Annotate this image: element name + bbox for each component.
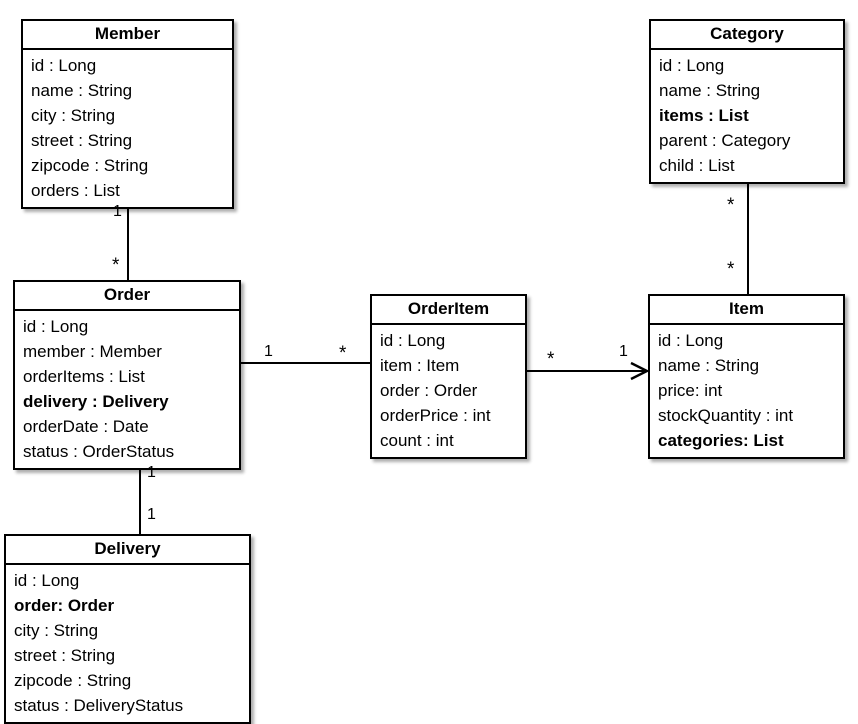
multiplicity-order-orderitem-from: 1 [264, 343, 273, 360]
class-box-item[interactable]: Item id : Long name : String price: int … [648, 294, 845, 459]
attribute-row: orderDate : Date [23, 417, 149, 436]
attribute-row: street : String [31, 131, 133, 150]
multiplicity-category-item-to: * [727, 259, 735, 280]
attribute-row: id : Long [659, 56, 725, 75]
multiplicity-member-order-to: * [112, 255, 120, 276]
multiplicity-orderitem-item-to: 1 [619, 343, 628, 360]
attribute-row: city : String [31, 106, 116, 125]
edge-category-item [747, 165, 749, 296]
attribute-row: orders : List [31, 181, 120, 200]
attribute-row: zipcode : String [31, 156, 149, 175]
class-attributes-category: id : Long name : String items : List par… [651, 50, 843, 182]
class-title-delivery: Delivery [6, 536, 249, 565]
edge-orderitem-item [525, 370, 647, 372]
attribute-row: order: Order [14, 596, 115, 615]
edge-order-orderitem [239, 362, 372, 364]
attribute-row: id : Long [658, 331, 724, 350]
edge-order-delivery [139, 453, 141, 536]
multiplicity-category-item-from: * [727, 195, 735, 216]
attribute-row: status : DeliveryStatus [14, 696, 184, 715]
multiplicity-order-orderitem-to: * [339, 343, 347, 364]
attribute-row: city : String [14, 621, 99, 640]
attribute-row: items : List [659, 106, 749, 125]
edge-member-order [127, 194, 129, 282]
attribute-row: id : Long [31, 56, 97, 75]
attribute-row: name : String [658, 356, 760, 375]
multiplicity-member-order-from: 1 [113, 203, 122, 220]
class-attributes-order: id : Long member : Member orderItems : L… [15, 311, 239, 468]
attribute-row: zipcode : String [14, 671, 132, 690]
multiplicity-order-delivery-to: 1 [147, 506, 156, 523]
attribute-row: orderPrice : int [380, 406, 491, 425]
attribute-row: id : Long [380, 331, 446, 350]
attribute-row: price: int [658, 381, 723, 400]
attribute-row: categories: List [658, 431, 784, 450]
class-box-order[interactable]: Order id : Long member : Member orderIte… [13, 280, 241, 470]
multiplicity-order-delivery-from: 1 [147, 464, 156, 481]
class-attributes-delivery: id : Long order: Order city : String str… [6, 565, 249, 722]
class-title-member: Member [23, 21, 232, 50]
attribute-row: id : Long [14, 571, 80, 590]
attribute-row: name : String [31, 81, 133, 100]
class-attributes-orderitem: id : Long item : Item order : Order orde… [372, 325, 525, 457]
class-box-category[interactable]: Category id : Long name : String items :… [649, 19, 845, 184]
attribute-row: order : Order [380, 381, 478, 400]
attribute-row: street : String [14, 646, 116, 665]
attribute-row: status : OrderStatus [23, 442, 175, 461]
attribute-row: count : int [380, 431, 454, 450]
class-title-order: Order [15, 282, 239, 311]
attribute-row: stockQuantity : int [658, 406, 794, 425]
attribute-row: parent : Category [659, 131, 791, 150]
attribute-row: member : Member [23, 342, 162, 361]
attribute-row: child : List [659, 156, 735, 175]
class-attributes-member: id : Long name : String city : String st… [23, 50, 232, 207]
class-box-delivery[interactable]: Delivery id : Long order: Order city : S… [4, 534, 251, 724]
class-title-item: Item [650, 296, 843, 325]
open-arrowhead-icon [630, 361, 650, 381]
class-box-orderitem[interactable]: OrderItem id : Long item : Item order : … [370, 294, 527, 459]
multiplicity-orderitem-item-from: * [547, 349, 555, 370]
class-title-orderitem: OrderItem [372, 296, 525, 325]
attribute-row: orderItems : List [23, 367, 145, 386]
attribute-row: id : Long [23, 317, 89, 336]
attribute-row: name : String [659, 81, 761, 100]
class-title-category: Category [651, 21, 843, 50]
attribute-row: delivery : Delivery [23, 392, 169, 411]
attribute-row: item : Item [380, 356, 460, 375]
class-attributes-item: id : Long name : String price: int stock… [650, 325, 843, 457]
class-box-member[interactable]: Member id : Long name : String city : St… [21, 19, 234, 209]
